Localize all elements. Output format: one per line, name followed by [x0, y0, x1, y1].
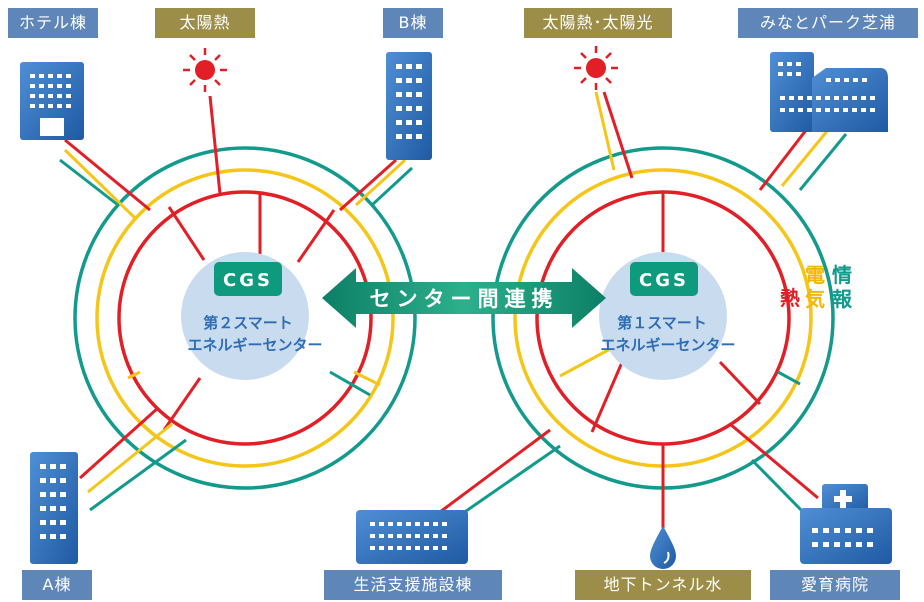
- label-minato-park: みなとパーク芝浦: [738, 8, 918, 38]
- hospital-icon: [800, 484, 892, 564]
- center-link-label: センター間連携: [370, 287, 559, 311]
- legend-info-1: 情: [832, 263, 852, 287]
- sun-icon: [574, 46, 618, 90]
- label-solar-heat-light: 太陽熱･太陽光: [524, 8, 672, 38]
- life-support-building-icon: [356, 510, 468, 564]
- center-link-arrow: センター間連携: [322, 268, 606, 328]
- right-cgs-label: CGS: [639, 270, 689, 291]
- left-electric-ring: [95, 168, 395, 468]
- right-center-name-2: エネルギーセンター: [600, 336, 735, 354]
- label-solar-heat: 太陽熱: [155, 8, 255, 38]
- label-hospital: 愛育病院: [770, 570, 900, 600]
- left-network: CGS 第２スマート エネルギーセンター: [59, 95, 417, 512]
- label-hotel: ホテル棟: [8, 8, 98, 38]
- legend: 熱 電 気 情 報: [780, 263, 853, 311]
- left-cgs-label: CGS: [223, 270, 273, 291]
- a-building-icon: [30, 452, 78, 564]
- left-info-ring: [73, 146, 417, 490]
- left-center-name-1: 第２スマート: [203, 314, 293, 332]
- right-network: CGS 第１スマート エネルギーセンター: [439, 91, 848, 528]
- legend-info-2: 報: [832, 287, 853, 311]
- b-building-icon: [386, 52, 432, 160]
- label-life-support: 生活支援施設棟: [324, 570, 502, 600]
- sun-icon: [183, 48, 227, 92]
- left-cgs-box: [214, 262, 282, 296]
- legend-electric-2: 気: [805, 287, 825, 311]
- right-cgs-box: [630, 262, 698, 296]
- left-center-name-2: エネルギーセンター: [187, 336, 322, 354]
- hotel-building-icon: [20, 62, 84, 140]
- right-center-name-1: 第１スマート: [617, 314, 707, 332]
- water-drop-icon: [650, 526, 676, 569]
- left-heat-ring: [117, 190, 373, 446]
- label-a-building: A棟: [22, 570, 92, 600]
- label-b-building: B棟: [383, 8, 443, 38]
- legend-electric-1: 電: [805, 263, 825, 287]
- legend-heat: 熱: [780, 286, 800, 310]
- label-tunnel-water: 地下トンネル水: [575, 570, 751, 600]
- minato-park-building-icon: [770, 52, 888, 132]
